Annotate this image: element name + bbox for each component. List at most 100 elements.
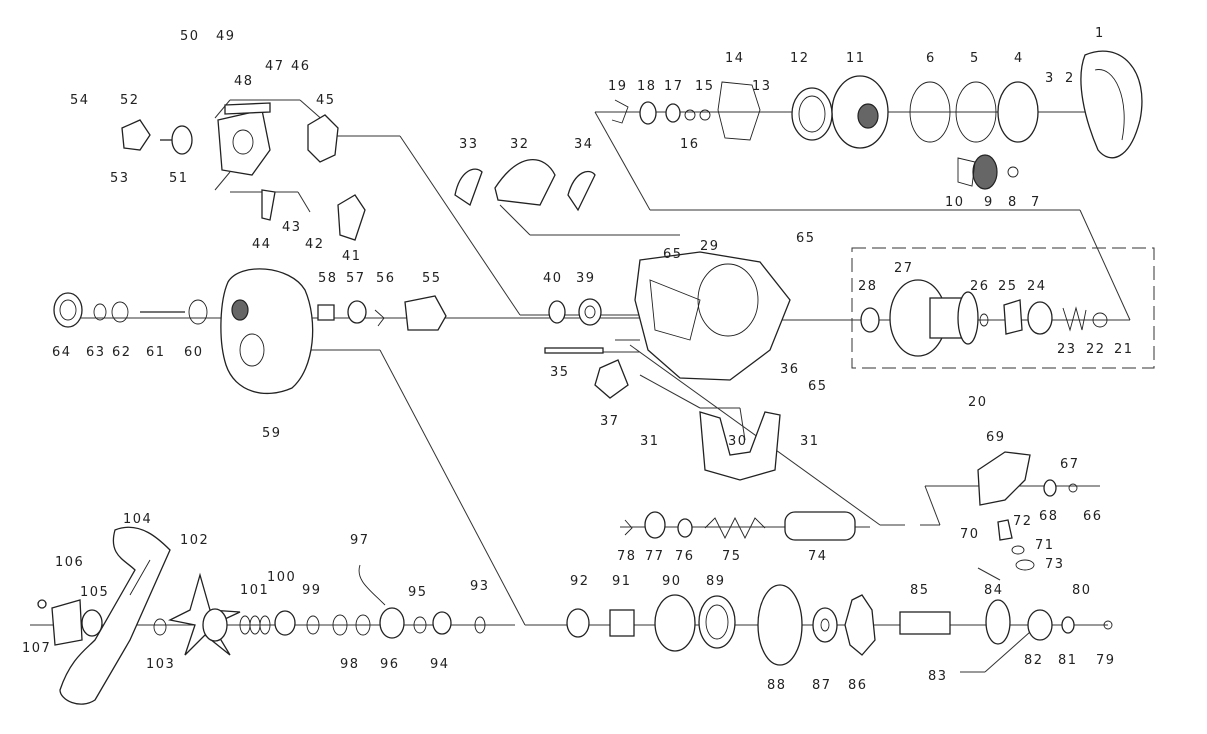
label-62: 62 xyxy=(112,345,132,360)
label-49: 49 xyxy=(216,29,236,44)
label-78: 78 xyxy=(617,549,637,564)
label-29: 29 xyxy=(700,239,720,254)
label-35: 35 xyxy=(550,365,570,380)
label-23: 23 xyxy=(1057,342,1077,357)
label-36: 36 xyxy=(780,362,800,377)
label-30: 30 xyxy=(728,434,748,449)
label-94: 94 xyxy=(430,657,450,672)
label-10: 10 xyxy=(945,195,965,210)
label-46: 46 xyxy=(291,59,311,74)
label-65-right-bottom: 65 xyxy=(808,379,828,394)
label-34: 34 xyxy=(574,137,594,152)
part-shapes xyxy=(37,50,1155,705)
label-106: 106 xyxy=(55,555,84,570)
label-77: 77 xyxy=(645,549,665,564)
label-90: 90 xyxy=(662,574,682,589)
label-85: 85 xyxy=(910,583,930,598)
label-24: 24 xyxy=(1027,279,1047,294)
label-19: 19 xyxy=(608,79,628,94)
label-11: 11 xyxy=(846,51,866,66)
label-55: 55 xyxy=(422,271,442,286)
label-70: 70 xyxy=(960,527,980,542)
label-98: 98 xyxy=(340,657,360,672)
label-88: 88 xyxy=(767,678,787,693)
label-2: 2 xyxy=(1065,71,1075,86)
label-74: 74 xyxy=(808,549,828,564)
label-52: 52 xyxy=(120,93,140,108)
label-99: 99 xyxy=(302,583,322,598)
label-92: 92 xyxy=(570,574,590,589)
label-65-right-top: 65 xyxy=(796,231,816,246)
label-80: 80 xyxy=(1072,583,1092,598)
label-67: 67 xyxy=(1060,457,1080,472)
label-58: 58 xyxy=(318,271,338,286)
label-47: 47 xyxy=(265,59,285,74)
label-82: 82 xyxy=(1024,653,1044,668)
label-40: 40 xyxy=(543,271,563,286)
label-5: 5 xyxy=(970,51,980,66)
label-37: 37 xyxy=(600,414,620,429)
label-105: 105 xyxy=(80,585,109,600)
label-73: 73 xyxy=(1045,557,1065,572)
label-93: 93 xyxy=(470,579,490,594)
label-8: 8 xyxy=(1008,195,1018,210)
label-76: 76 xyxy=(675,549,695,564)
label-84: 84 xyxy=(984,583,1004,598)
label-102: 102 xyxy=(180,533,209,548)
label-51: 51 xyxy=(169,171,189,186)
label-48: 48 xyxy=(234,74,254,89)
label-33: 33 xyxy=(459,137,479,152)
label-83: 83 xyxy=(928,669,948,684)
label-22: 22 xyxy=(1086,342,1106,357)
label-50: 50 xyxy=(180,29,200,44)
label-45: 45 xyxy=(316,93,336,108)
label-31-left: 31 xyxy=(640,434,660,449)
callout-labels: 1 2 3 4 5 6 7 8 9 10 11 12 13 14 15 16 1… xyxy=(22,26,1134,693)
label-31-right: 31 xyxy=(800,434,820,449)
label-21: 21 xyxy=(1114,342,1134,357)
label-66: 66 xyxy=(1083,509,1103,524)
label-71: 71 xyxy=(1035,538,1055,553)
label-60: 60 xyxy=(184,345,204,360)
label-107: 107 xyxy=(22,641,51,656)
label-13: 13 xyxy=(752,79,772,94)
label-41: 41 xyxy=(342,249,362,264)
label-9: 9 xyxy=(984,195,994,210)
label-100: 100 xyxy=(267,570,296,585)
label-103: 103 xyxy=(146,657,175,672)
label-79: 79 xyxy=(1096,653,1116,668)
label-56: 56 xyxy=(376,271,396,286)
label-54: 54 xyxy=(70,93,90,108)
label-89: 89 xyxy=(706,574,726,589)
label-53: 53 xyxy=(110,171,130,186)
label-12: 12 xyxy=(790,51,810,66)
label-91: 91 xyxy=(612,574,632,589)
label-16: 16 xyxy=(680,137,700,152)
label-68: 68 xyxy=(1039,509,1059,524)
label-43: 43 xyxy=(282,220,302,235)
label-27: 27 xyxy=(894,261,914,276)
label-104: 104 xyxy=(123,512,152,527)
label-32: 32 xyxy=(510,137,530,152)
label-95: 95 xyxy=(408,585,428,600)
label-7: 7 xyxy=(1031,195,1041,210)
label-6: 6 xyxy=(926,51,936,66)
label-15: 15 xyxy=(695,79,715,94)
label-26: 26 xyxy=(970,279,990,294)
label-69: 69 xyxy=(986,430,1006,445)
label-72: 72 xyxy=(1013,514,1033,529)
label-65-top: 65 xyxy=(663,247,683,262)
label-18: 18 xyxy=(637,79,657,94)
label-14: 14 xyxy=(725,51,745,66)
label-44: 44 xyxy=(252,237,272,252)
label-86: 86 xyxy=(848,678,868,693)
label-81: 81 xyxy=(1058,653,1078,668)
label-101: 101 xyxy=(240,583,269,598)
label-3: 3 xyxy=(1045,71,1055,86)
label-96: 96 xyxy=(380,657,400,672)
label-59: 59 xyxy=(262,426,282,441)
label-64: 64 xyxy=(52,345,72,360)
label-39: 39 xyxy=(576,271,596,286)
